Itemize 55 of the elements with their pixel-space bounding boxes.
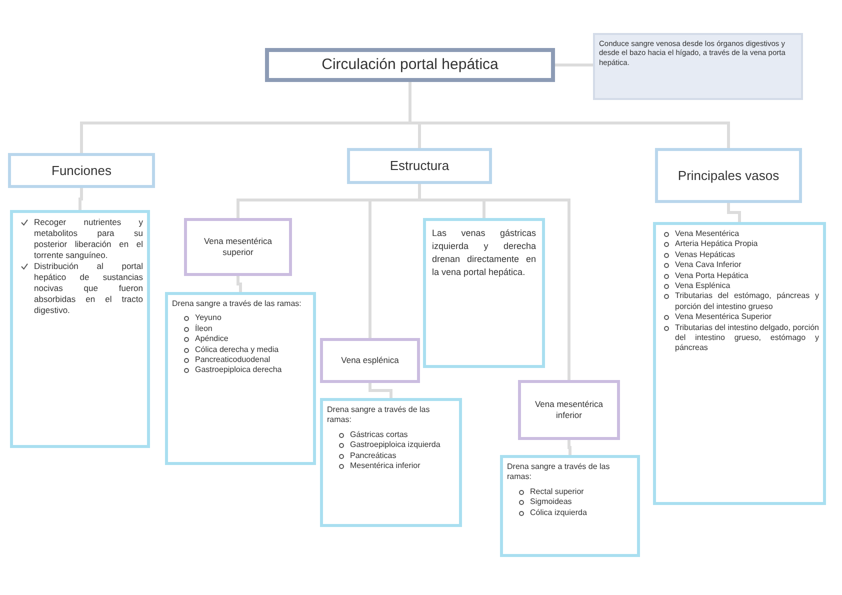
connector-line <box>555 64 593 66</box>
box-text: Circulación portal hepática <box>322 54 498 75</box>
connector-line <box>78 188 83 210</box>
list-box <box>653 222 826 505</box>
box-text: Las venas gástricas izquierda y derecha drenan directamente en la vena portal hepática. <box>432 227 536 280</box>
vein-box <box>518 380 620 440</box>
list-item: Gástricas cortas <box>350 430 408 440</box>
connector-line <box>236 276 242 292</box>
connector-line <box>727 203 741 222</box>
list-item: Recoger nutrientes y metabolitos para su posterior liberación en el torrente sanguíneo. <box>34 217 143 262</box>
category-box <box>655 148 802 203</box>
list-box <box>10 210 150 448</box>
list-item: Rectal superior <box>530 486 584 498</box>
note-box <box>593 33 803 100</box>
list-item: Yeyuno <box>195 313 222 324</box>
list-item: Vena Mesentérica Superior <box>675 312 772 323</box>
box-text: Vena esplénica <box>341 354 399 366</box>
list-item: Distribución al portal hepático de sustancias nocivas que fueron absorbidas en el tracto digestivo. <box>34 261 143 316</box>
list-item: Gastroepiploica derecha <box>195 365 282 376</box>
list-item: Tributarias del estómago, páncreas y porción del intestino grueso <box>675 291 819 312</box>
list-item: Íleon <box>195 324 212 334</box>
intro-text: Drena sangre a través de las ramas: <box>327 405 431 426</box>
box-text: Vena mesentérica superior <box>202 236 274 258</box>
list-item: Gastroepiploica izquierda <box>350 440 440 451</box>
list-box <box>500 455 640 557</box>
list-item: Venas Hepáticas <box>675 250 736 260</box>
connector-line <box>568 440 572 455</box>
list-item: Vena Esplénica <box>675 280 730 292</box>
title-box <box>265 48 555 82</box>
list-item: Cólica derecha y media <box>195 344 279 355</box>
box-text: Vena mesentérica inferior <box>534 398 604 422</box>
list-item: Vena Cava Inferior <box>675 260 742 271</box>
list-item: Vena Mesentérica <box>675 229 740 240</box>
list-item: Vena Porta Hepática <box>675 270 748 281</box>
list-item: Cólica izquierda <box>530 508 587 518</box>
intro-text: Drena sangre a través de las ramas: <box>507 462 611 483</box>
box-text: Estructura <box>390 157 450 176</box>
list-box <box>320 398 462 527</box>
list-item: Sigmoideas <box>530 497 572 508</box>
text-box <box>423 218 545 368</box>
list-item: Pancreáticas <box>350 450 396 461</box>
list-item: Apéndice <box>195 334 228 345</box>
category-box <box>8 153 155 188</box>
box-text: Funciones <box>52 162 112 180</box>
category-box <box>347 148 492 184</box>
intro-text: Drena sangre a través de las ramas: <box>172 299 302 310</box>
connector-line <box>368 383 392 398</box>
list-item: Arteria Hepática Propia <box>675 239 758 250</box>
vein-box <box>320 338 420 383</box>
vein-box <box>184 218 292 276</box>
box-text: Principales vasos <box>678 166 780 185</box>
list-item: Mesentérica inferior <box>350 460 420 472</box>
list-item: Pancreaticoduodenal <box>195 354 270 366</box>
list-item: Tributarias del intestino delgado, porción del intestino grueso, estómago y páncreas <box>675 322 819 354</box>
list-box <box>165 292 316 465</box>
